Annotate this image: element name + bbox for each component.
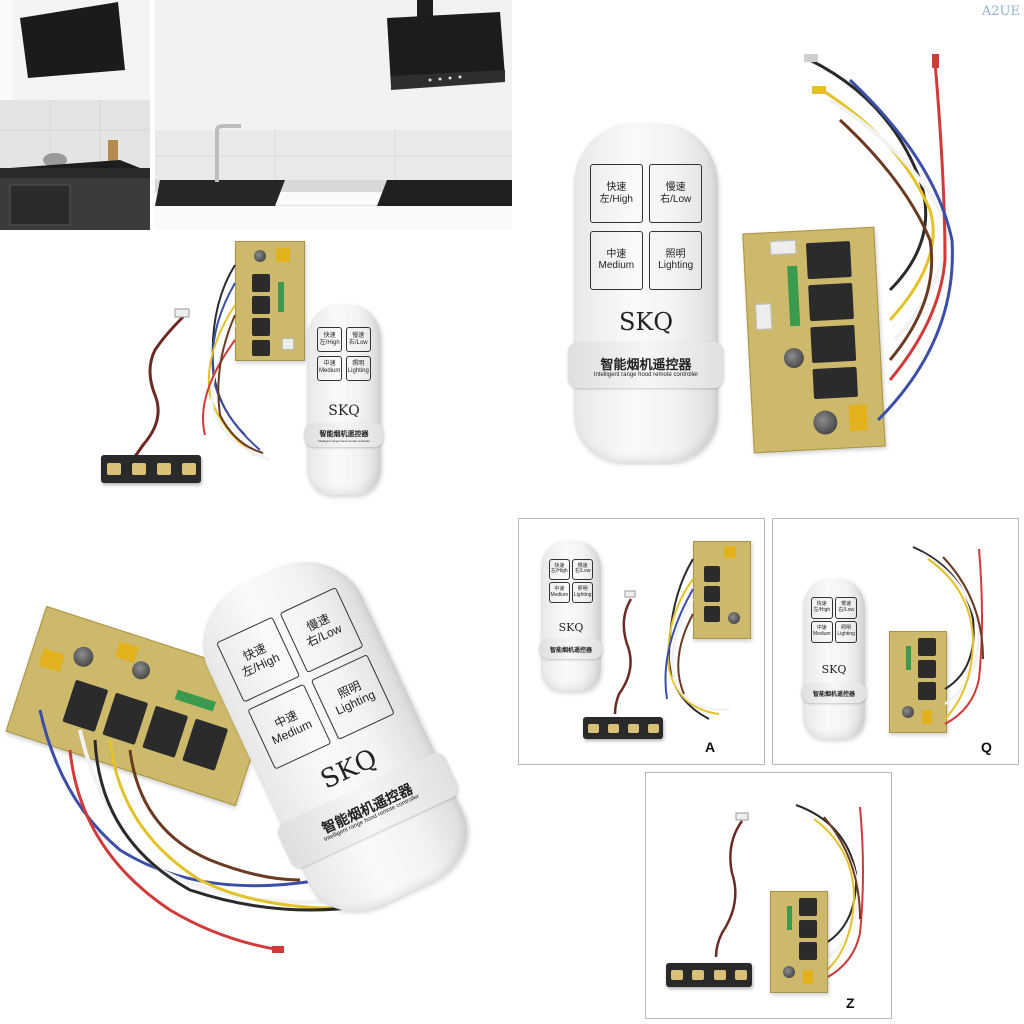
wire-bundle bbox=[38, 709, 371, 953]
display-panel bbox=[101, 455, 201, 483]
variant-label-z: Z bbox=[846, 995, 855, 1011]
product-name: 智能烟机遥控器 bbox=[600, 357, 692, 372]
control-board bbox=[693, 541, 751, 639]
variant-frame-z: Z bbox=[645, 772, 892, 1019]
key-fast: 快速左/High bbox=[317, 327, 343, 353]
brand-logo: SKQ bbox=[328, 403, 360, 419]
key-fast: 快速左/High bbox=[590, 164, 643, 224]
variant-label-a: A bbox=[705, 739, 716, 755]
kitchen-scene-left bbox=[0, 0, 150, 230]
wire-bundle bbox=[613, 558, 730, 720]
variant-label-q: Q bbox=[981, 739, 992, 755]
key-slow: 慢速右/Low bbox=[649, 164, 702, 224]
control-board bbox=[235, 241, 305, 361]
product-name: 智能烟机遥控器 bbox=[319, 431, 369, 438]
product-name-en: Intelligent range hood remote controller bbox=[593, 372, 699, 378]
key-fast: 快速左/High bbox=[811, 597, 833, 619]
display-panel bbox=[583, 717, 663, 739]
wire-bundle bbox=[129, 264, 271, 463]
wire-bundle bbox=[912, 546, 984, 725]
key-slow: 慢速右/Low bbox=[345, 327, 371, 353]
product-name: 智能烟机遥控器 bbox=[549, 648, 592, 654]
kitchen-photo-right bbox=[155, 0, 512, 230]
key-slow: 慢速右/Low bbox=[835, 597, 857, 619]
key-slow: 慢速右/Low bbox=[572, 559, 593, 580]
wire-bundle bbox=[804, 54, 954, 422]
kitchen-photo-left bbox=[0, 0, 150, 230]
kitchen-scene-right bbox=[155, 0, 512, 230]
brand-logo: SKQ bbox=[558, 621, 584, 634]
wire-bundle bbox=[714, 804, 864, 979]
product-name: 智能烟机遥控器 bbox=[812, 692, 855, 698]
watermark: A2UE bbox=[981, 4, 1020, 19]
product-name-en: Intelligent range hood remote controller bbox=[317, 439, 371, 443]
control-board bbox=[889, 631, 947, 733]
control-board bbox=[770, 891, 828, 993]
brand-logo: SKQ bbox=[821, 663, 847, 676]
brand-logo: SKQ bbox=[618, 308, 674, 336]
key-fast: 快速左/High bbox=[549, 559, 570, 580]
display-panel bbox=[666, 963, 752, 987]
